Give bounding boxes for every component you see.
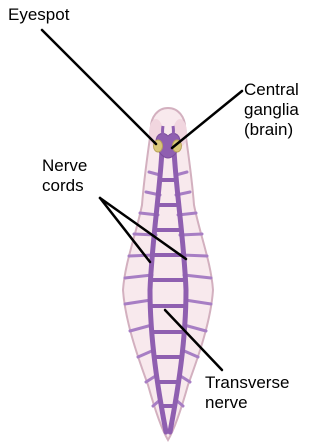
label-central-ganglia-line-3: (brain) (244, 120, 299, 140)
label-eyespot-line-1: Eyespot (8, 5, 69, 25)
label-transverse-nerve-line-2: nerve (205, 393, 289, 413)
label-central-ganglia-line-2: ganglia (244, 100, 299, 120)
label-nerve-cords-line-1: Nerve (42, 156, 87, 176)
label-central-ganglia-line-1: Central (244, 80, 299, 100)
cephalic-nerve-left (163, 126, 164, 138)
label-eyespot: Eyespot (8, 5, 69, 25)
label-transverse-nerve: Transverse nerve (205, 373, 289, 413)
label-central-ganglia: Central ganglia (brain) (244, 80, 299, 140)
label-transverse-nerve-line-1: Transverse (205, 373, 289, 393)
label-nerve-cords: Nerve cords (42, 156, 87, 196)
leader-eyespot (42, 30, 156, 144)
label-nerve-cords-line-2: cords (42, 176, 87, 196)
cephalic-nerve-right (172, 126, 173, 138)
